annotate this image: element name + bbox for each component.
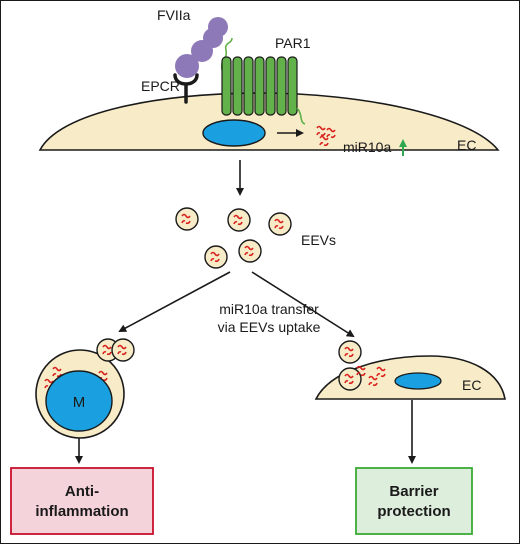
barrier-protection-line1: Barrier [389,483,438,500]
arrow-to-macrophage [118,271,231,332]
ec-right-label: EC [462,377,481,393]
ec-top-label: EC [457,137,476,153]
eev-cluster [176,208,291,268]
fviia-label: FVIIa [157,7,191,23]
macrophage-label: M [73,394,86,411]
anti-inflammation-line1: Anti- [65,483,99,500]
ec-right-nucleus [394,372,442,390]
anti-inflammation-line2: inflammation [35,503,128,520]
macrophage-cell [35,339,134,439]
nucleus-top [202,119,266,147]
anti-inflammation-box [10,467,154,535]
transfer-label-line2: via EEVs uptake [218,319,321,335]
fviia-molecule [175,17,228,78]
endothelial-cell-right [314,341,506,400]
transfer-label-line1: miR10a transfer [219,301,319,317]
barrier-protection-box [355,467,473,535]
arrow-to-ec [251,271,355,338]
par1-label: PAR1 [275,35,311,51]
mir10a-label: miR10a [343,139,391,155]
eevs-label: EEVs [301,232,336,248]
par1-receptor [220,37,306,125]
macrophage-nucleus [45,370,113,432]
barrier-protection-line2: protection [377,503,450,520]
epcr-receptor [173,73,199,104]
epcr-label: EPCR [141,78,180,94]
